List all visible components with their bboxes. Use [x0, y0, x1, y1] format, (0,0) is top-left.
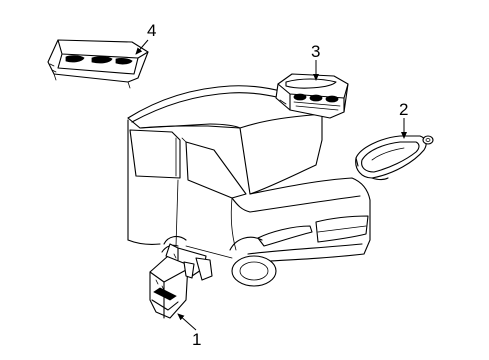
callout-3: 3: [311, 42, 320, 61]
part-1-module: [149, 243, 213, 319]
callout-leader-4: [135, 39, 149, 55]
callout-1: 1: [192, 330, 201, 349]
part-3-switch-panel: [275, 73, 349, 119]
callout-2: 2: [399, 100, 408, 119]
part-2-key-fob: [355, 135, 434, 181]
part-4-overhead-switch: [47, 39, 149, 89]
callout-4: 4: [147, 21, 156, 40]
vehicle-minivan: [127, 85, 371, 287]
callout-leader-1: [177, 313, 197, 331]
